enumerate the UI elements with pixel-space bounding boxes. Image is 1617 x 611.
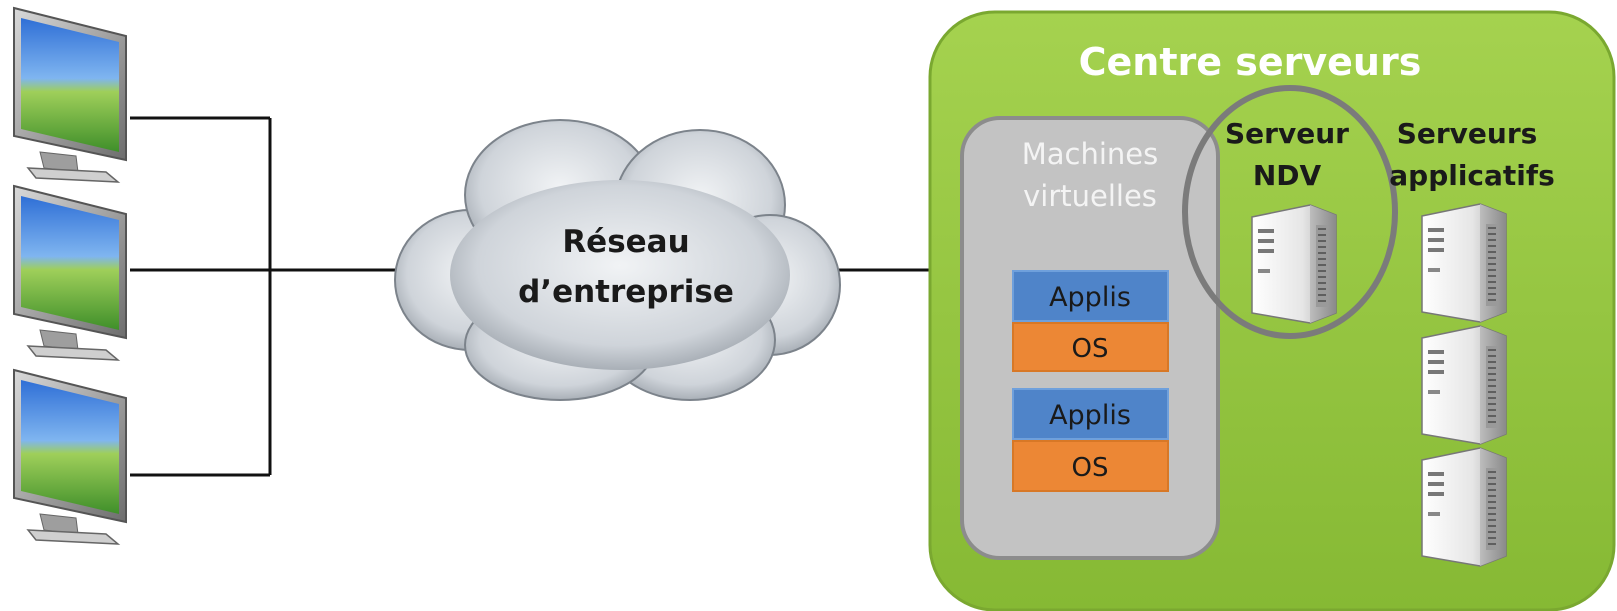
network-label-line1: Réseau — [562, 224, 689, 260]
client-network-connectors — [130, 116, 960, 477]
vm2-applis-label: Applis — [1049, 400, 1131, 431]
vm-panel-title-line2: virtuelles — [1023, 179, 1157, 213]
application-servers-group: Serveurs applicatifs — [1389, 117, 1555, 567]
vm-panel-title-line1: Machines — [1022, 137, 1159, 171]
monitor-icon — [13, 7, 127, 183]
vm1-os-label: OS — [1072, 334, 1109, 364]
ndv-title-line1: Serveur — [1225, 117, 1349, 150]
virtual-machines-panel: Machines virtuelles Applis OS Applis OS — [960, 116, 1220, 560]
cloud-icon — [394, 119, 841, 401]
client-monitor-1 — [13, 7, 127, 183]
ndv-highlight-ring — [1182, 85, 1398, 339]
tower-server-icon — [1421, 203, 1507, 323]
tower-server-icon — [1251, 204, 1337, 324]
tower-server-icon — [1421, 325, 1507, 445]
datacenter-panel: Centre serveurs Machines virtuelles Appl… — [928, 10, 1616, 611]
network-label-line2: d’entreprise — [518, 274, 734, 310]
vm-stack-1: Applis OS — [1012, 270, 1169, 372]
app-servers-title-line2: applicatifs — [1389, 159, 1555, 192]
ndv-server-group: Serveur NDV — [1182, 85, 1398, 339]
corporate-network-cloud: Réseau d’entreprise — [394, 119, 841, 401]
ndv-title-line2: NDV — [1253, 159, 1322, 192]
vm2-os-label: OS — [1072, 453, 1109, 483]
monitor-icon — [13, 185, 127, 361]
datacenter-title: Centre serveurs — [1079, 40, 1422, 84]
client-monitor-2 — [13, 185, 127, 361]
vm-stack-2: Applis OS — [1012, 388, 1169, 492]
vm1-applis-label: Applis — [1049, 282, 1131, 313]
monitor-icon — [13, 369, 127, 545]
tower-server-icon — [1421, 447, 1507, 567]
client-monitor-3 — [13, 369, 127, 545]
app-servers-title-line1: Serveurs — [1397, 117, 1538, 150]
